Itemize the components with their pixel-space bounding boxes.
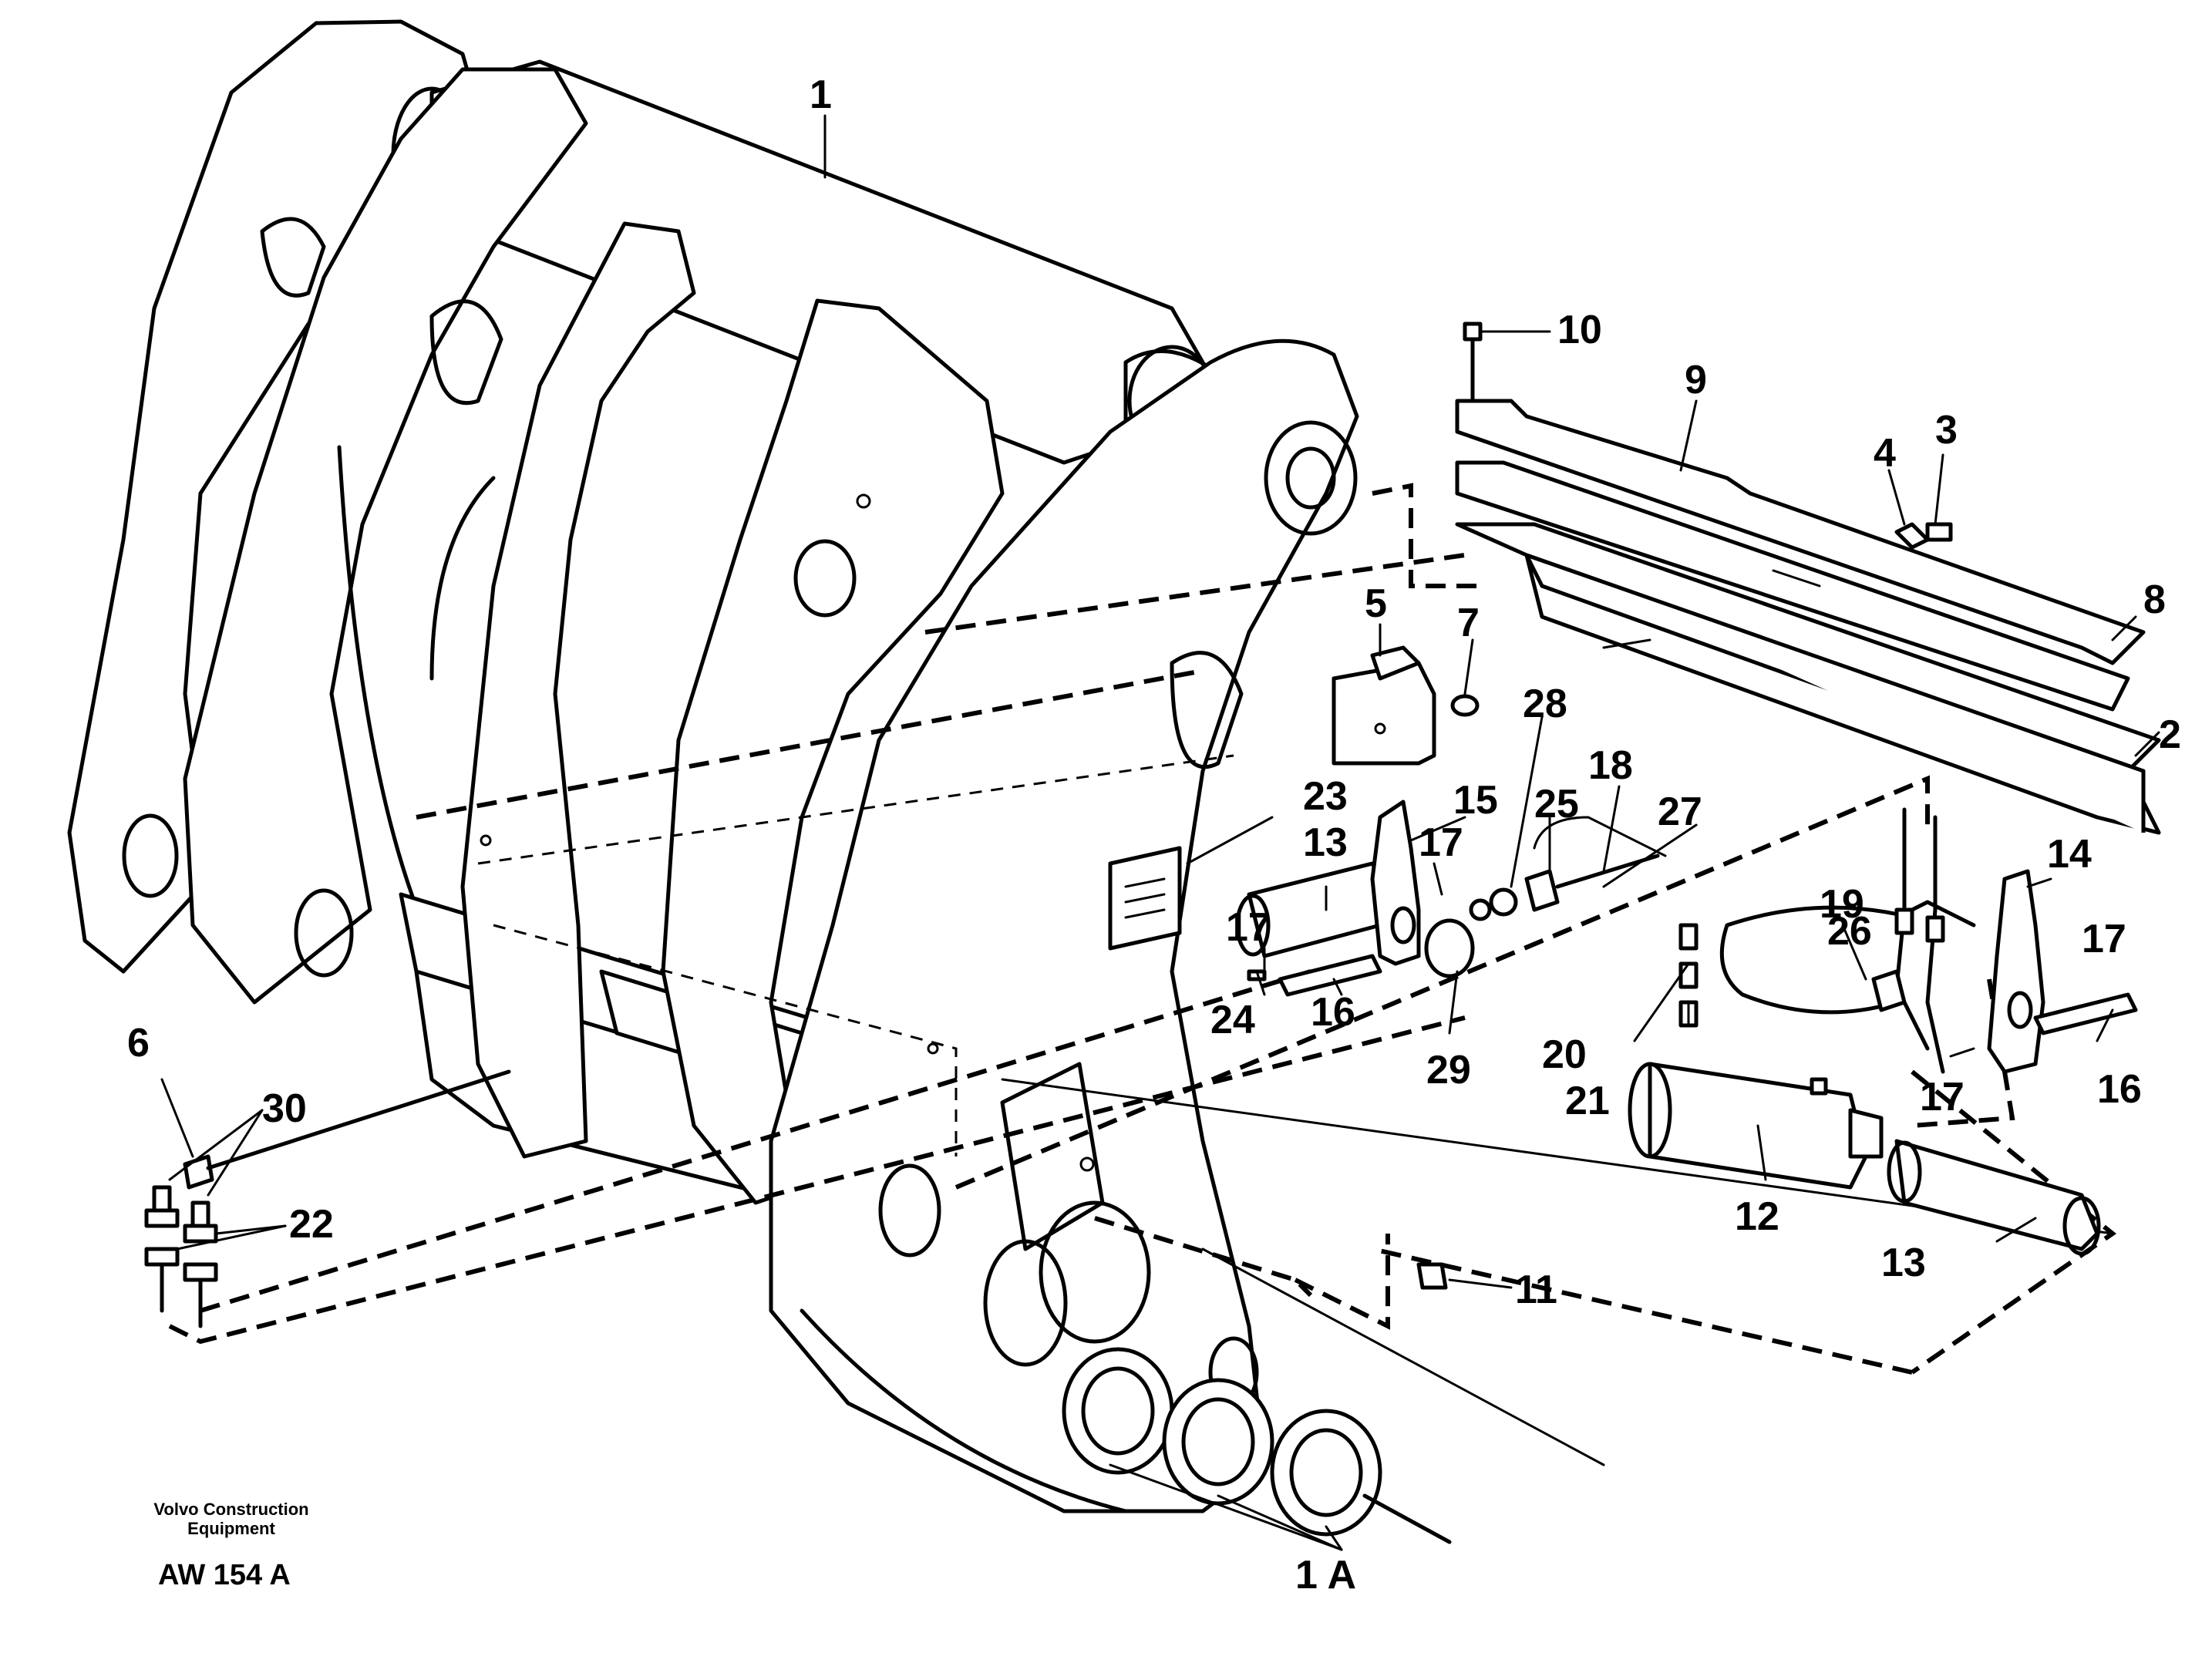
maker-line-2: Equipment [187, 1519, 275, 1538]
pin-and-lever-left [1235, 800, 1475, 997]
callout-22: 22 [289, 1202, 334, 1247]
callout-1: 1 [810, 72, 832, 117]
callout-3: 3 [1935, 408, 1958, 453]
plate-part-23 [1108, 846, 1182, 951]
rail-plates [1455, 399, 2161, 835]
callout-8: 8 [2143, 577, 2166, 622]
pin-part-13-right [1887, 1139, 2101, 1256]
callout-13-left: 13 [1303, 820, 1348, 865]
small-hardware [1247, 816, 1667, 981]
callouts: 1 10 9 4 3 8 2 5 7 28 18 23 15 25 27 13 … [127, 72, 2181, 1598]
callout-11: 11 [1515, 1268, 1557, 1312]
callout-4: 4 [1874, 431, 1896, 476]
frame-front-plate [769, 338, 1359, 1513]
callout-5: 5 [1365, 581, 1387, 626]
callout-28: 28 [1523, 682, 1567, 726]
callout-7: 7 [1457, 601, 1480, 645]
footer: Volvo Construction Equipment AW 154 A [153, 1500, 308, 1591]
callout-18: 18 [1588, 743, 1633, 788]
callout-26: 26 [1827, 909, 1872, 954]
callout-17-a: 17 [1419, 820, 1463, 865]
callout-21: 21 [1565, 1079, 1610, 1123]
callout-19: 19 [1820, 882, 1864, 927]
callout-12: 12 [1735, 1194, 1779, 1239]
callout-16-left: 16 [1311, 990, 1355, 1035]
callout-9: 9 [1685, 358, 1707, 402]
frame-center-plate [429, 221, 696, 1159]
lever-part-14 [1987, 869, 2138, 1074]
callout-30: 30 [262, 1086, 307, 1131]
callout-24: 24 [1210, 998, 1255, 1042]
maker-line-1: Volvo Construction [153, 1500, 308, 1519]
callout-25: 25 [1534, 782, 1579, 827]
callout-13-right: 13 [1881, 1241, 1926, 1285]
callout-17-d: 17 [1920, 1075, 1965, 1119]
callout-6: 6 [127, 1021, 150, 1066]
grease-fitting-part-11 [1416, 1262, 1448, 1290]
callout-23: 23 [1303, 774, 1348, 819]
cylinder-part-12 [1628, 1062, 1884, 1190]
callout-14: 14 [2047, 832, 2092, 877]
hoses-and-fittings [1678, 807, 1976, 1074]
bolt-part-6 [183, 1069, 511, 1190]
callout-2: 2 [2159, 712, 2181, 757]
hidden-lines [168, 483, 2117, 1466]
callout-16-right: 16 [2097, 1067, 2142, 1112]
bolts-top [1463, 322, 1953, 550]
callout-15: 15 [1453, 778, 1498, 823]
grease-fittings [144, 1185, 218, 1328]
callout-20: 20 [1542, 1032, 1587, 1077]
drawing-code: AW 154 A [158, 1559, 291, 1591]
block-part-5 [1332, 645, 1480, 766]
callout-10: 10 [1557, 308, 1602, 352]
frame-details [480, 493, 1095, 1172]
leader-lines [160, 114, 2160, 1551]
callout-1a: 1 A [1295, 1553, 1356, 1598]
callout-17-b: 17 [1226, 905, 1271, 950]
callout-17-c: 17 [2082, 917, 2126, 961]
callout-27: 27 [1658, 789, 1702, 834]
callout-29: 29 [1426, 1048, 1471, 1093]
